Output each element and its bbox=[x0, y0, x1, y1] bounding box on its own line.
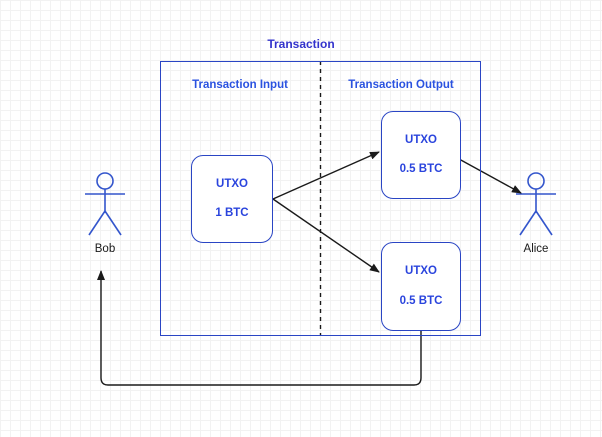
output-utxo-node-2[interactable]: UTXO 0.5 BTC bbox=[381, 242, 461, 331]
input-utxo-node[interactable]: UTXO 1 BTC bbox=[191, 155, 273, 243]
transaction-title: Transaction bbox=[267, 37, 335, 51]
transaction-input-title: Transaction Input bbox=[192, 79, 288, 91]
transaction-container bbox=[160, 61, 481, 336]
output-utxo-2-amount: 0.5 BTC bbox=[399, 294, 443, 307]
output-utxo-1-amount: 0.5 BTC bbox=[399, 163, 443, 175]
output-utxo-2-label: UTXO bbox=[405, 265, 437, 277]
input-utxo-amount: 1 BTC bbox=[215, 207, 249, 219]
output-utxo-node-1[interactable]: UTXO 0.5 BTC bbox=[381, 111, 461, 199]
input-utxo-label: UTXO bbox=[216, 177, 248, 190]
bob-label: Bob bbox=[94, 243, 116, 255]
output-utxo-1-label: UTXO bbox=[405, 133, 437, 146]
alice-label: Alice bbox=[523, 243, 549, 255]
transaction-output-title: Transaction Output bbox=[348, 79, 454, 91]
